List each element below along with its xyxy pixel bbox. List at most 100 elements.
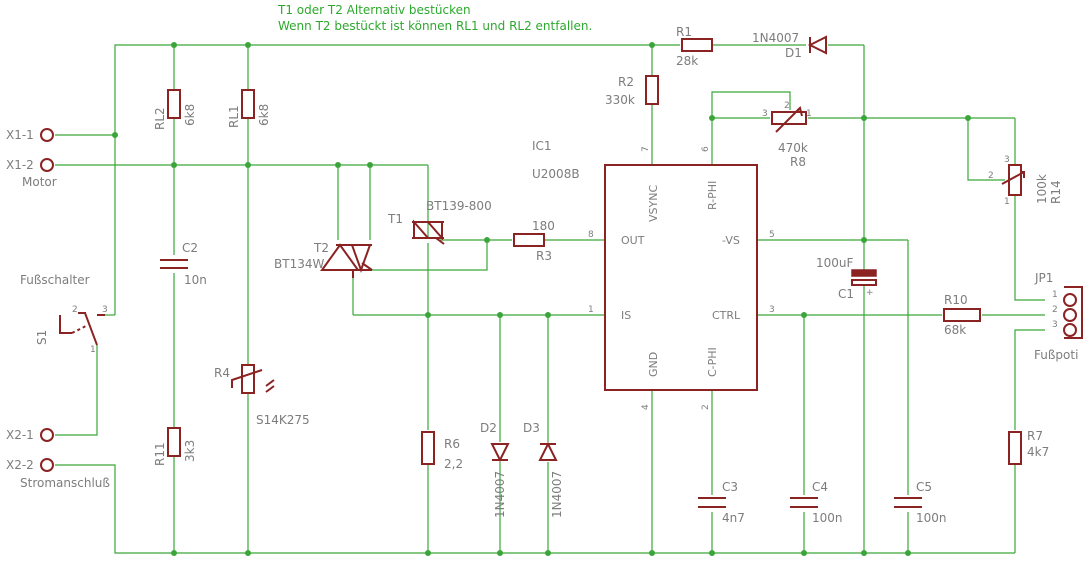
- t2-name: T2: [313, 241, 329, 255]
- ic1-u2008b: IC1 U2008B VSYNC R-PHI OUT -VS IS CTRL G…: [532, 139, 775, 410]
- rl2-name: RL2: [153, 107, 167, 130]
- t2-value: BT134W: [274, 257, 324, 271]
- r4-value: S14K275: [256, 413, 310, 427]
- jp1-name: JP1: [1034, 271, 1053, 285]
- d2-name: D2: [480, 421, 497, 435]
- note-line-2: Wenn T2 bestückt ist können RL1 und RL2 …: [278, 19, 592, 33]
- terminal-x1-2-label: X1-2: [6, 158, 34, 172]
- rl1-value: 6k8: [257, 104, 271, 126]
- ic1-pinno-is: 1: [588, 305, 594, 315]
- switch-pin-1: 1: [90, 345, 96, 355]
- r1-value: 28k: [676, 54, 698, 68]
- r14-pin-3: 3: [1004, 155, 1010, 165]
- triac-t2: T2 BT134W: [274, 241, 373, 278]
- ic1-pin-gnd: GND: [647, 352, 660, 377]
- resistor-r11: R11 3k3: [153, 427, 197, 466]
- resistor-r3: 180 R3: [513, 219, 555, 263]
- capacitor-c3: C3 4n7: [698, 480, 745, 525]
- resistor-r10: R10 68k: [943, 293, 981, 337]
- r8-pin-2: 2: [784, 101, 790, 111]
- r14-pin-2: 2: [988, 171, 994, 181]
- r6-name: R6: [444, 437, 460, 451]
- c3-name: C3: [722, 480, 738, 494]
- wires: [55, 44, 1045, 554]
- r6-value: 2,2: [444, 457, 463, 471]
- capacitor-c2: C2 10n: [160, 241, 207, 287]
- terminal-x2-2-label: X2-2: [6, 458, 34, 472]
- terminal-x2-1[interactable]: X2-1: [6, 428, 54, 442]
- ic1-pin-cphi: C-PHI: [706, 347, 719, 377]
- ic1-pin-rphi: R-PHI: [706, 181, 719, 210]
- jp1-pin-3: 3: [1052, 320, 1058, 330]
- ic1-pin-vsync: VSYNC: [647, 185, 660, 222]
- resistor-r6: R6 2,2: [421, 431, 463, 471]
- ic1-pinno-vs: 5: [769, 230, 775, 240]
- terminal-x2-2[interactable]: X2-2 Stromanschluß: [6, 458, 110, 490]
- resistor-rl2: RL2 6k8: [153, 89, 197, 130]
- diode-d3: D3 1N4007: [523, 421, 564, 518]
- r14-pin-1: 1: [1004, 197, 1010, 207]
- c1-value: 100uF: [816, 256, 854, 270]
- jp1-pin-1: 1: [1052, 290, 1058, 300]
- resistor-r2: R2 330k: [605, 75, 659, 107]
- resistor-rl1: RL1 6k8: [227, 89, 271, 128]
- connector-jp1[interactable]: 1 2 3 JP1 Fußpoti: [1034, 271, 1083, 362]
- r14-value: 100k: [1035, 174, 1049, 204]
- r1-name: R1: [676, 25, 692, 39]
- r4-name: R4: [214, 366, 230, 380]
- ic1-pin-out: OUT: [621, 234, 645, 247]
- switch-name: S1: [35, 330, 49, 345]
- switch-pin-2: 2: [72, 305, 78, 315]
- capacitor-c5: C5 100n: [894, 480, 947, 525]
- r8-pin-3: 3: [762, 109, 768, 119]
- d1-name: D1: [785, 46, 802, 60]
- trimmer-r8[interactable]: 3 1 2 470k R8: [762, 101, 812, 169]
- ic1-pin-is: IS: [621, 309, 631, 322]
- d2-value: 1N4007: [493, 471, 507, 518]
- capacitor-c4: C4 100n: [790, 480, 843, 525]
- potentiometer-r14[interactable]: 3 2 1 100k R14: [988, 155, 1063, 207]
- jp1-value: Fußpoti: [1034, 348, 1078, 362]
- r8-name: R8: [790, 155, 806, 169]
- rl2-value: 6k8: [183, 104, 197, 126]
- switch-label: Fußschalter: [20, 273, 90, 287]
- c4-name: C4: [812, 480, 828, 494]
- c2-name: C2: [182, 241, 198, 255]
- r14-name: R14: [1049, 180, 1063, 204]
- t1-value: BT139-800: [426, 199, 492, 213]
- terminal-motor-label: Motor: [22, 175, 57, 189]
- terminal-x1-1-label: X1-1: [6, 128, 34, 142]
- r11-name: R11: [153, 442, 167, 466]
- terminal-x2-1-label: X2-1: [6, 428, 34, 442]
- ic1-pinno-out: 8: [588, 230, 594, 240]
- c5-name: C5: [916, 480, 932, 494]
- rl1-name: RL1: [227, 105, 241, 128]
- ic1-value: U2008B: [532, 167, 580, 181]
- t1-name: T1: [387, 212, 403, 226]
- r3-value: 180: [532, 219, 555, 233]
- ic1-pinno-vsync: 7: [641, 146, 651, 152]
- c4-value: 100n: [812, 511, 843, 525]
- varistor-r4: R4 S14K275: [214, 364, 310, 427]
- resistor-r7: R7 4k7: [1008, 429, 1049, 465]
- d3-name: D3: [523, 421, 540, 435]
- ic1-name: IC1: [532, 139, 552, 153]
- note-line-1: T1 oder T2 Alternativ bestücken: [277, 3, 471, 17]
- c2-value: 10n: [184, 273, 207, 287]
- d1-value: 1N4007: [752, 31, 799, 45]
- capacitor-c1: + 100uF C1: [816, 256, 877, 301]
- terminal-x1-1[interactable]: X1-1: [6, 128, 54, 142]
- ic1-pinno-rphi: 6: [701, 146, 711, 152]
- r2-value: 330k: [605, 93, 635, 107]
- r3-name: R3: [536, 249, 552, 263]
- r8-value: 470k: [778, 141, 808, 155]
- ic1-pin-ctrl: CTRL: [712, 309, 741, 322]
- triac-t1: T1 BT139-800: [387, 199, 492, 245]
- ic1-pinno-cphi: 2: [701, 404, 711, 410]
- ic1-pin-vs: -VS: [722, 234, 740, 247]
- r7-name: R7: [1027, 429, 1043, 443]
- terminal-x1-2[interactable]: X1-2 Motor: [6, 158, 57, 189]
- switch-s1[interactable]: Fußschalter S1 2 3 1: [20, 273, 108, 355]
- ic1-pinno-ctrl: 3: [769, 305, 775, 315]
